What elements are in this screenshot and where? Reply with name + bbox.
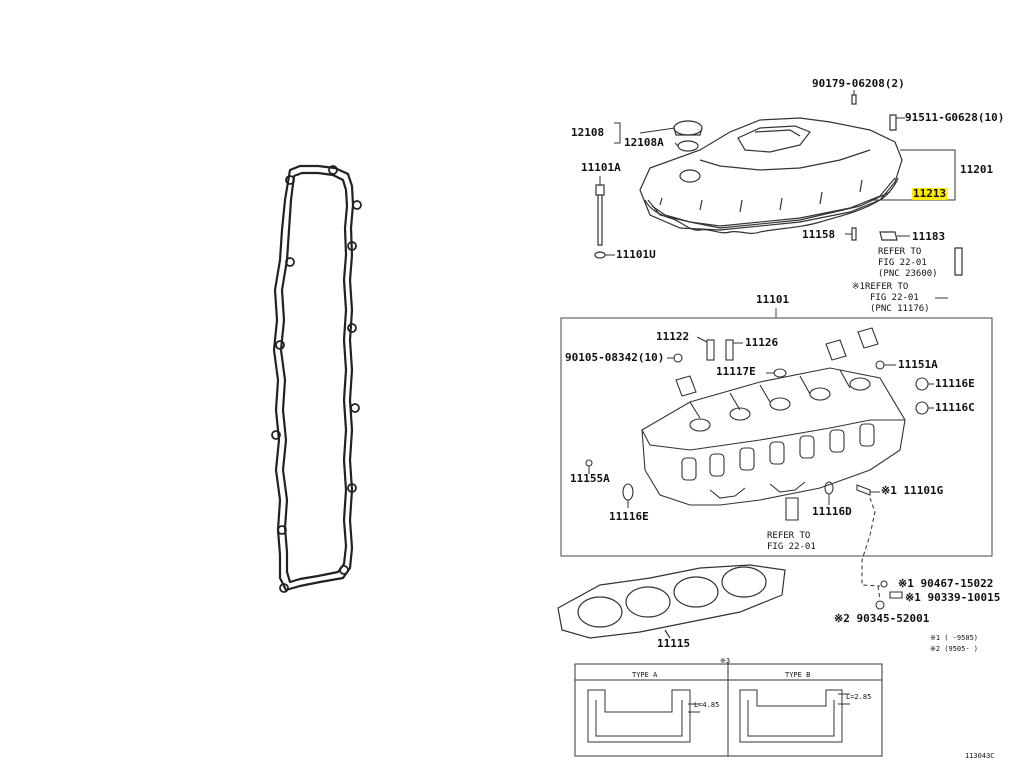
part-label-90105: 90105-08342(10) xyxy=(565,351,665,364)
part-label-90345: ※2 90345-52001 xyxy=(834,612,930,625)
refer-note-1-line2: FIG 22-01 xyxy=(878,258,927,268)
part-label-11126: 11126 xyxy=(745,336,779,349)
part-label-11201: 11201 xyxy=(960,163,994,176)
part-label-11101a: 11101A xyxy=(581,161,621,174)
part-label-12108: 12108 xyxy=(571,126,605,139)
refer-note-3-line1: REFER TO xyxy=(767,531,811,541)
refer-note-2-line3: (PNC 11176) xyxy=(870,304,930,314)
type-b-heading: TYPE B xyxy=(785,671,811,679)
cylinder-head-drawing xyxy=(641,367,906,506)
part-label-90179: 90179-06208(2) xyxy=(812,77,905,90)
head-gasket-drawing xyxy=(557,564,786,639)
leader-lines-top xyxy=(599,90,956,299)
part-label-11116d: 11116D xyxy=(812,505,852,518)
part-label-11117e: 11117E xyxy=(716,365,756,378)
figure-code: 113043C xyxy=(965,752,995,760)
part-label-11213-highlighted: 11213 xyxy=(912,187,948,200)
cam-journals xyxy=(689,377,871,432)
refer-note-1-line3: (PNC 23600) xyxy=(878,269,938,279)
cylinder-head-box xyxy=(560,308,993,557)
part-label-90339: ※1 90339-10015 xyxy=(905,591,1001,604)
gasket-bolt-holes xyxy=(271,165,362,593)
leader-lines-head xyxy=(588,336,934,508)
valve-cover-drawing xyxy=(639,117,903,235)
type-a-heading: TYPE A xyxy=(632,671,658,679)
refer-note-2-line1: ※1REFER TO xyxy=(852,282,909,292)
part-label-11116e-right: 11116E xyxy=(935,377,975,390)
type-boxes xyxy=(574,662,883,757)
part-label-11151a: 11151A xyxy=(898,358,938,371)
part-label-11122: 11122 xyxy=(656,330,690,343)
dashed-leader xyxy=(861,497,881,601)
part-label-91511: 91511-G0628(10) xyxy=(905,111,1005,124)
part-label-11101u: 11101U xyxy=(616,248,656,261)
part-label-90467: ※1 90467-15022 xyxy=(898,577,994,590)
part-label-11116e-left: 11116E xyxy=(609,510,649,523)
part-label-11101g: ※1 11101G xyxy=(881,484,944,497)
part-label-11101: 11101 xyxy=(756,293,790,306)
part-label-11155a: 11155A xyxy=(570,472,610,485)
footnote-2: ※2 (9505- ) xyxy=(930,645,979,653)
part-label-12108a: 12108A xyxy=(624,136,664,149)
valve-cover-gasket-large xyxy=(272,164,355,592)
head-small-parts xyxy=(585,327,929,521)
part-label-11158: 11158 xyxy=(802,228,836,241)
type-a-dimension: L=4.85 xyxy=(694,701,720,709)
refer-note-3-line2: FIG 22-01 xyxy=(767,542,816,552)
refer-note-2-line2: FIG 22-01 xyxy=(870,293,919,303)
type-section-mark: ※3 xyxy=(720,657,731,665)
footnote-1: ※1 ( -9505) xyxy=(930,634,979,642)
refer-note-1-line1: REFER TO xyxy=(878,247,922,257)
part-label-11183: 11183 xyxy=(912,230,946,243)
part-label-11115: 11115 xyxy=(657,637,691,650)
part-label-11116c: 11116C xyxy=(935,401,975,414)
oil-cap-drawing xyxy=(673,120,703,152)
type-b-dimension: L=2.85 xyxy=(846,693,872,701)
port-openings xyxy=(681,423,875,481)
bottom-fasteners xyxy=(875,580,903,610)
